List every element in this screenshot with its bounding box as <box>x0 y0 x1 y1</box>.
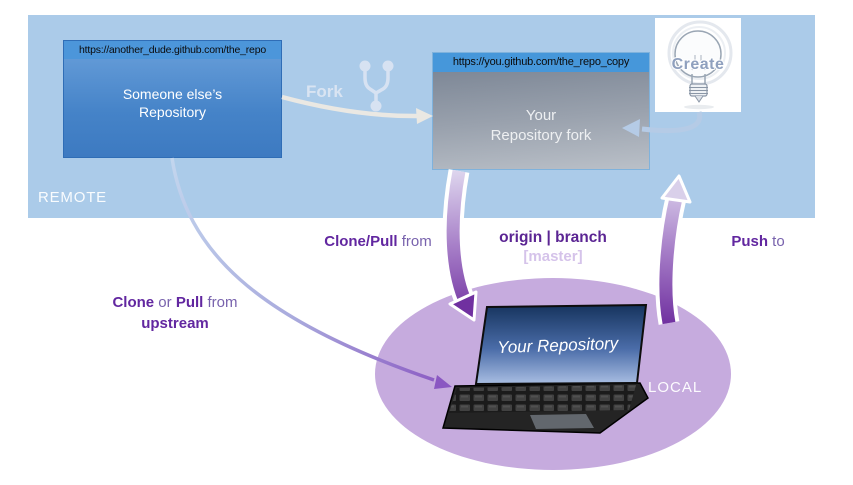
fork-repo-title-line2: Repository fork <box>490 127 592 145</box>
origin-branch-line1: origin | branch <box>499 229 607 246</box>
fork-repo-url: https://you.github.com/the_repo_copy <box>433 53 649 72</box>
lightbulb-icon: Create <box>667 20 733 110</box>
create-label: Create <box>672 56 725 73</box>
create-bulb-image: Create <box>655 18 741 112</box>
clone-upstream-mid1: or <box>154 294 176 311</box>
clone-upstream-line2: upstream <box>93 313 257 334</box>
bulb-shadow <box>684 104 714 110</box>
clone-upstream-label: Clone or Pull from upstream <box>93 292 257 334</box>
upstream-repo-box: https://another_dude.github.com/the_repo… <box>63 40 282 158</box>
fork-repo-title: Your Repository fork <box>433 72 649 169</box>
origin-branch-line2: [master] <box>523 248 583 265</box>
clone-upstream-bold2: Pull <box>175 294 204 311</box>
bulb-glow-ring2 <box>672 26 726 80</box>
bulb-filament <box>691 55 706 71</box>
clone-pull-label: Clone/Pull from <box>293 233 463 250</box>
push-label: Push to <box>703 233 813 250</box>
fork-arrow-label: Fork <box>306 82 343 101</box>
local-zone-label: LOCAL <box>648 379 703 396</box>
fork-repo-title-line1: Your <box>525 107 557 124</box>
fork-repo-box: https://you.github.com/the_repo_copy You… <box>432 52 650 170</box>
laptop-screen-label: Your Repository <box>497 334 620 357</box>
clone-upstream-mid2: from <box>203 294 238 311</box>
clone-upstream-line2-bold: upstream <box>141 315 209 332</box>
laptop-screen <box>474 303 648 386</box>
push-label-bold: Push <box>731 233 768 250</box>
remote-zone-label: REMOTE <box>38 189 107 206</box>
bulb-glass <box>674 30 722 78</box>
upstream-repo-url: https://another_dude.github.com/the_repo <box>64 41 281 59</box>
laptop-touchpad <box>530 414 594 429</box>
bulb-screw-threads <box>689 87 708 94</box>
laptop-keyboard <box>449 385 636 413</box>
laptop-illustration: Your Repository <box>442 303 649 434</box>
clone-upstream-bold1: Clone <box>112 294 155 311</box>
upstream-repo-title-line2: Repository <box>139 104 206 121</box>
upstream-repo-title-line1: Someone else’s <box>122 86 223 102</box>
origin-branch-label: origin | branch [master] <box>470 229 636 265</box>
upstream-repo-title: Someone else’s Repository <box>64 59 281 157</box>
clone-upstream-line1: Clone or Pull from <box>93 292 257 313</box>
clone-pull-label-bold: Clone/Pull <box>324 233 398 250</box>
clone-pull-label-rest: from <box>397 233 432 250</box>
bulb-neck <box>691 74 706 84</box>
push-label-rest: to <box>768 233 785 250</box>
bulb-tip <box>694 95 704 103</box>
